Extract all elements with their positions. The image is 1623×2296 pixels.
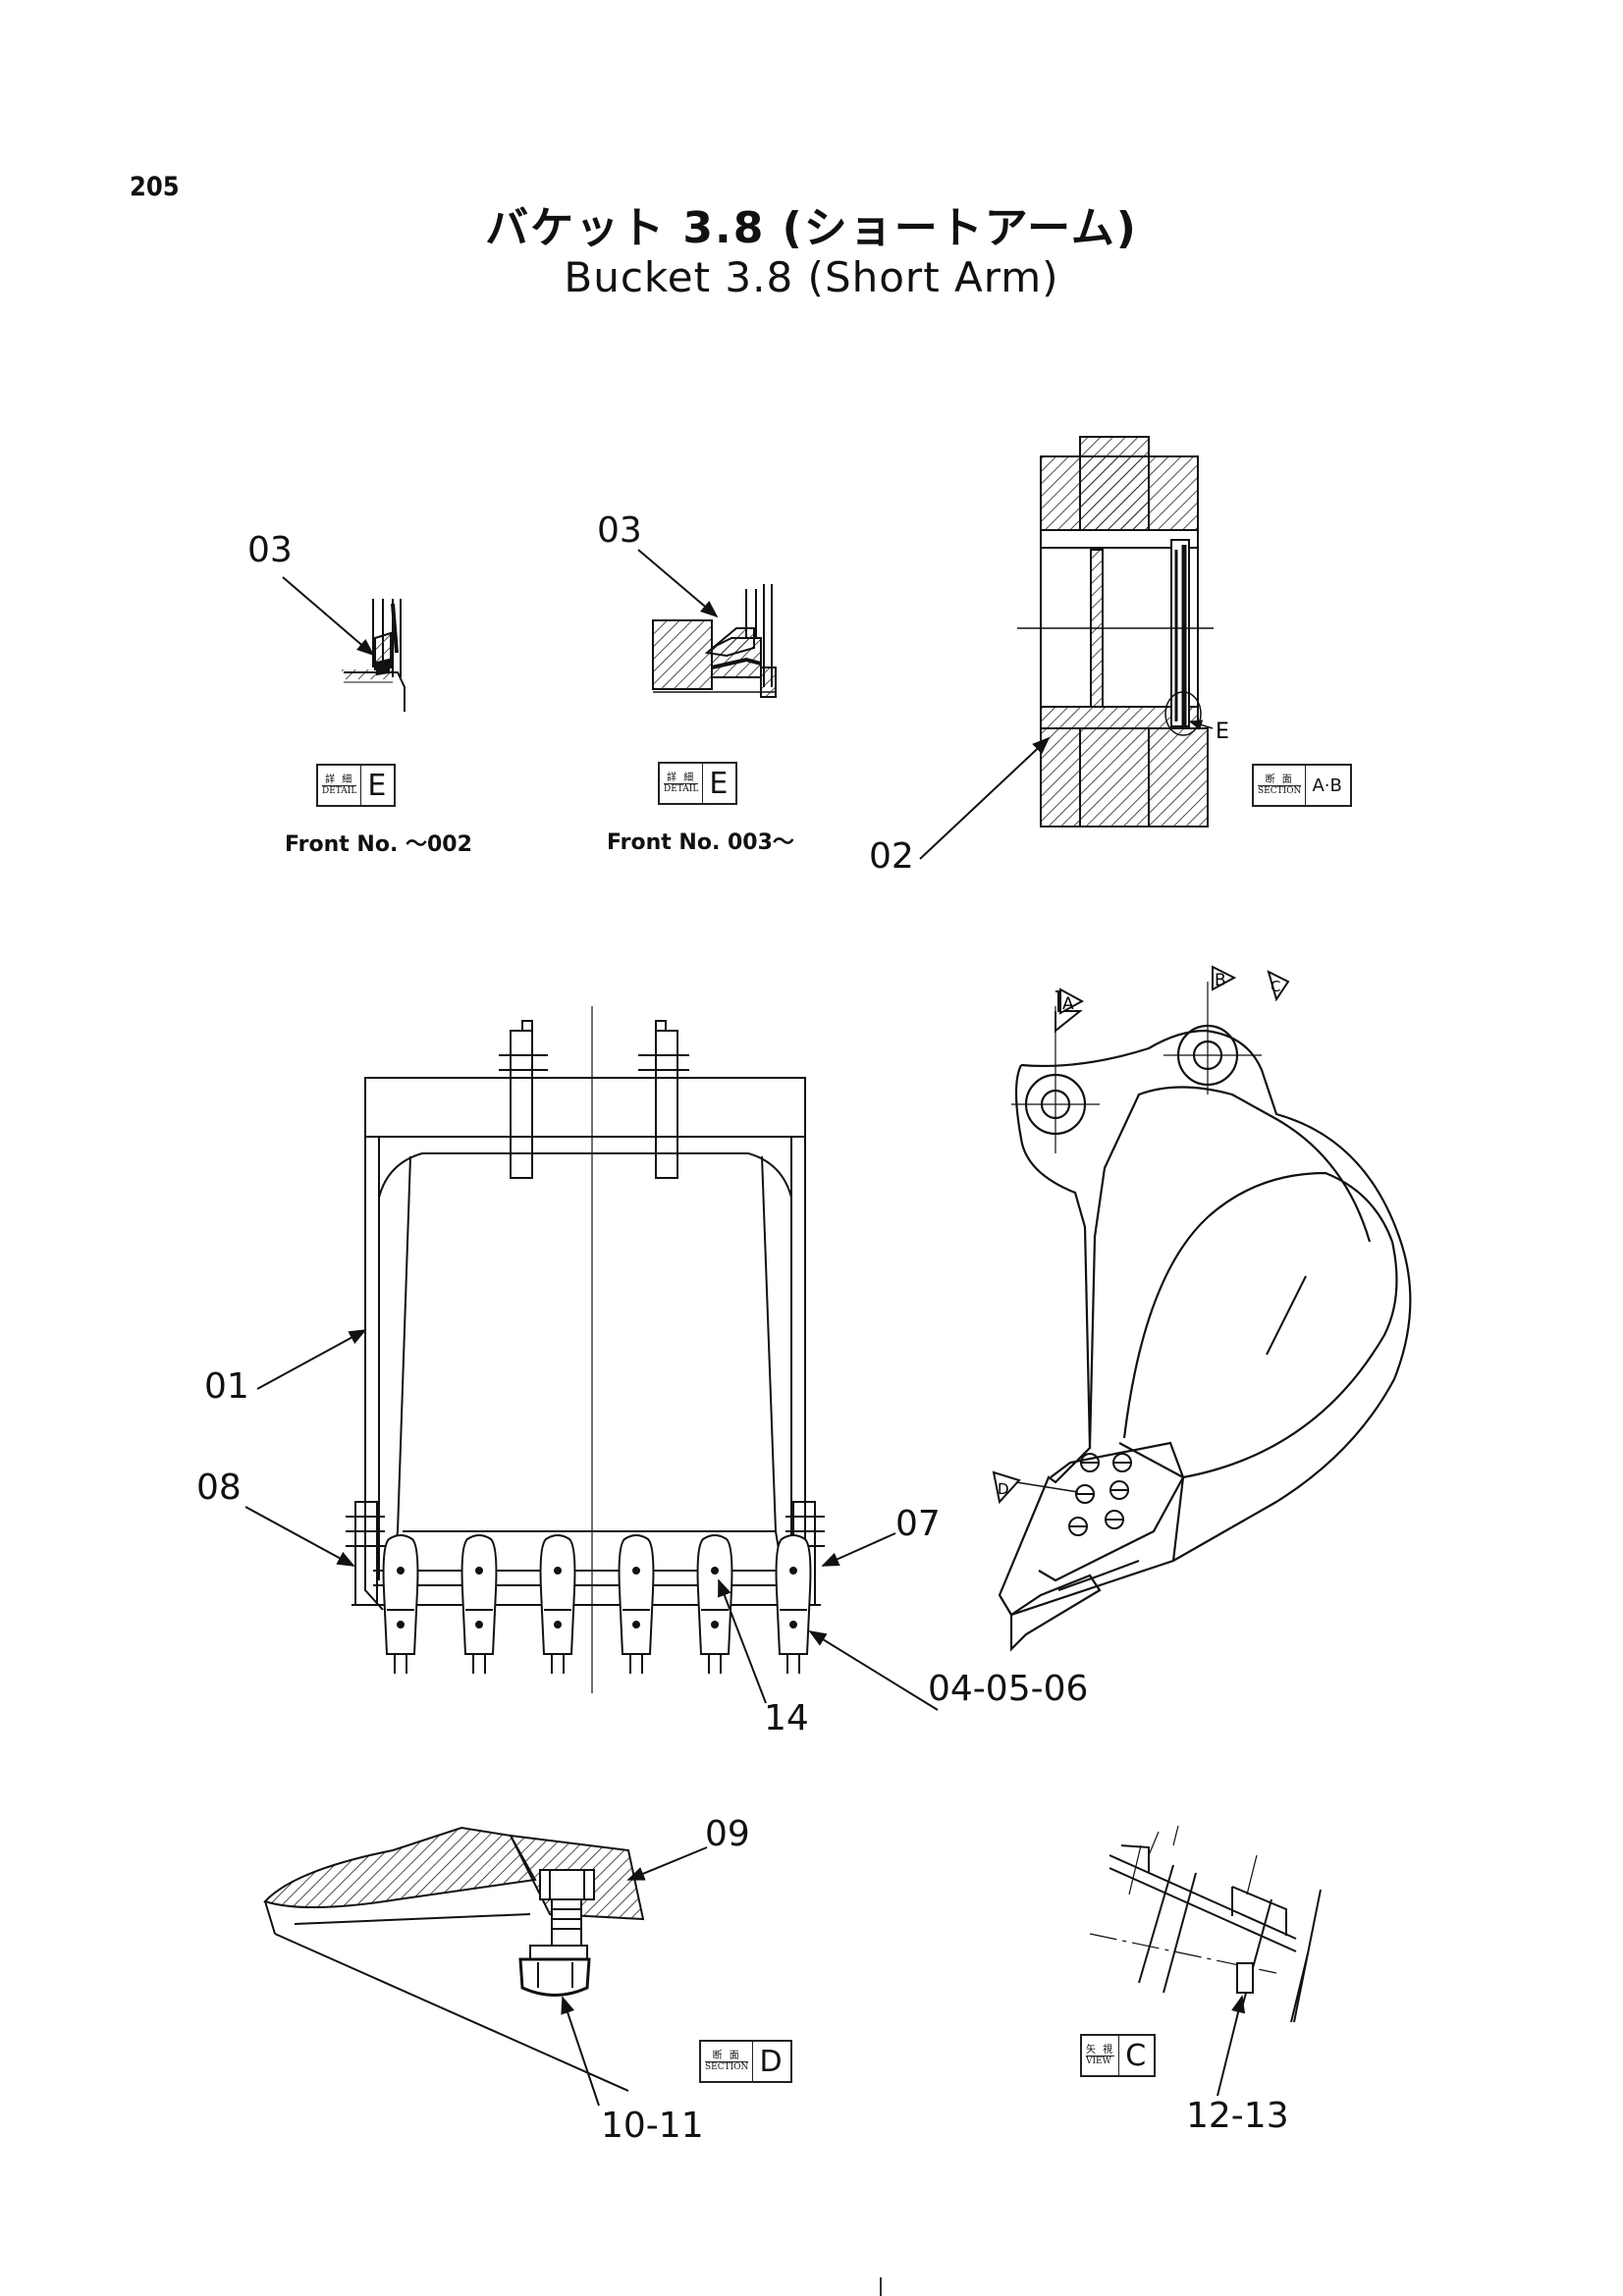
callout-12-13: 12-13 bbox=[1186, 2096, 1289, 2136]
section-d-figure bbox=[263, 1826, 645, 2092]
bucket-tooth bbox=[618, 1534, 655, 1655]
view-markers bbox=[992, 965, 1290, 1505]
tag-jp: 詳 細 bbox=[667, 772, 696, 783]
callout-03-left: 03 bbox=[247, 530, 293, 570]
title-japanese: バケット 3.8 (ショートアーム) bbox=[485, 203, 1138, 253]
tooth-pin bbox=[475, 1621, 483, 1629]
view-c-figure bbox=[1089, 1825, 1322, 2023]
view-marker-a: A bbox=[1062, 994, 1074, 1014]
leader-04-05-06 bbox=[808, 1630, 939, 1711]
tag-jp: 詳 細 bbox=[325, 774, 354, 785]
page-number: 205 bbox=[130, 172, 180, 202]
leader-10-11 bbox=[561, 1996, 600, 2107]
front-number-note-right: Front No. 003～ bbox=[607, 830, 794, 855]
leader-03-left bbox=[282, 576, 375, 657]
leader-07 bbox=[821, 1532, 896, 1567]
callout-14: 14 bbox=[764, 1698, 809, 1738]
bucket-tooth bbox=[460, 1534, 498, 1655]
callout-01: 01 bbox=[204, 1366, 249, 1407]
title-english: Bucket 3.8 (Short Arm) bbox=[564, 253, 1059, 301]
bucket-tooth bbox=[382, 1534, 419, 1655]
callout-03-right: 03 bbox=[597, 510, 642, 551]
bucket-tooth bbox=[775, 1534, 812, 1655]
tag-jp: 断 面 bbox=[712, 2050, 741, 2061]
leader-14 bbox=[718, 1578, 767, 1704]
tag-jp: 断 面 bbox=[1265, 774, 1294, 785]
tag-letter: A·B bbox=[1312, 774, 1342, 796]
tooth-pin bbox=[632, 1567, 640, 1575]
callout-02: 02 bbox=[869, 836, 914, 877]
tag-en: VIEW bbox=[1086, 2055, 1115, 2067]
bucket-tooth bbox=[539, 1534, 576, 1655]
front-number-note-left: Front No. ～002 bbox=[285, 832, 472, 857]
callout-07: 07 bbox=[895, 1504, 941, 1544]
tooth-pin bbox=[397, 1567, 405, 1575]
leader-09 bbox=[626, 1846, 708, 1881]
detail-e-marker: E bbox=[1216, 720, 1229, 744]
leader-08 bbox=[244, 1506, 355, 1567]
tooth-pin bbox=[711, 1567, 719, 1575]
view-marker-b: B bbox=[1215, 971, 1226, 990]
detail-e-left-figure bbox=[342, 599, 406, 712]
tooth-pin bbox=[397, 1621, 405, 1629]
leader-01 bbox=[256, 1329, 367, 1390]
view-marker-d: D bbox=[998, 1480, 1009, 1498]
tooth-pin bbox=[554, 1567, 562, 1575]
tooth-pin bbox=[711, 1621, 719, 1629]
tag-letter: E bbox=[367, 768, 387, 803]
bucket-tooth bbox=[696, 1534, 733, 1655]
tooth-pin bbox=[475, 1567, 483, 1575]
leader-02 bbox=[919, 736, 1051, 860]
tooth-pin bbox=[789, 1621, 797, 1629]
bucket-teeth bbox=[382, 1534, 812, 1674]
side-bolts bbox=[1068, 1453, 1132, 1536]
tag-letter: D bbox=[759, 2044, 783, 2079]
leader-e bbox=[1188, 720, 1214, 730]
leader-12-13 bbox=[1217, 1995, 1246, 2097]
tag-jp: 矢 視 bbox=[1086, 2044, 1115, 2056]
callout-10-11: 10-11 bbox=[601, 2106, 704, 2146]
tooth-pin bbox=[789, 1567, 797, 1575]
tooth-pin bbox=[554, 1621, 562, 1629]
tag-en: SECTION bbox=[705, 2060, 749, 2072]
tooth-pin bbox=[632, 1621, 640, 1629]
detail-e-right-figure bbox=[652, 584, 777, 698]
leader-03-right bbox=[637, 549, 719, 618]
tag-letter: E bbox=[709, 766, 729, 801]
callout-08: 08 bbox=[196, 1468, 242, 1508]
view-marker-c: C bbox=[1271, 978, 1280, 995]
tag-letter: C bbox=[1125, 2038, 1147, 2073]
callout-09: 09 bbox=[705, 1814, 750, 1854]
callout-04-05-06: 04-05-06 bbox=[928, 1669, 1089, 1709]
bucket-side-view bbox=[998, 982, 1412, 1652]
tag-en: DETAIL bbox=[664, 782, 699, 794]
section-ab-figure bbox=[1017, 436, 1214, 828]
tag-en: SECTION bbox=[1258, 784, 1302, 796]
tag-en: DETAIL bbox=[322, 784, 357, 796]
